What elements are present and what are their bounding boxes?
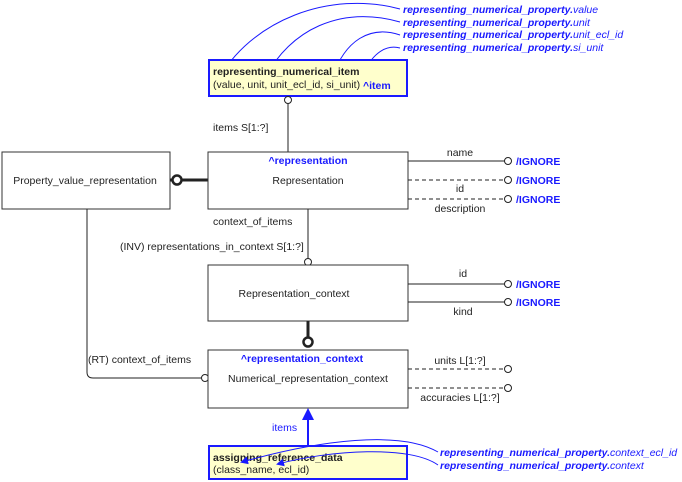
items-arrow-label: items: [272, 422, 297, 434]
svg-text:representing_numerical_item: representing_numerical_item: [213, 66, 359, 78]
svg-text:units L[1:?]: units L[1:?]: [434, 355, 485, 367]
rt-label: (RT) context_of_items: [88, 354, 191, 366]
svg-text:name: name: [447, 147, 473, 159]
svg-text:(value, unit, unit_ecl_id, si_: (value, unit, unit_ecl_id, si_unit): [213, 79, 360, 91]
entity-representation[interactable]: ^representation Representation: [207, 151, 409, 210]
bottom-ref-list: representing_numerical_property.context_…: [440, 447, 678, 472]
svg-text:/IGNORE: /IGNORE: [516, 175, 560, 187]
svg-text:Representation_context: Representation_context: [239, 288, 350, 300]
svg-text:(class_name, ecl_id): (class_name, ecl_id): [213, 464, 309, 476]
svg-text:^representation: ^representation: [268, 155, 347, 167]
rep-context-attributes: id /IGNORE kind /IGNORE: [408, 268, 560, 318]
svg-text:representing_numerical_propert: representing_numerical_property.context: [440, 460, 645, 472]
arrowhead-icon: [302, 408, 314, 420]
entity-assigning-reference-data[interactable]: assigning_reference_data (class_name, ec…: [208, 445, 408, 480]
svg-text:/IGNORE: /IGNORE: [516, 156, 560, 168]
svg-text:representing_numerical_propert: representing_numerical_property.context_…: [440, 447, 678, 459]
items-label: items S[1:?]: [213, 122, 269, 134]
svg-text:/IGNORE: /IGNORE: [516, 279, 560, 291]
entity-representation-context[interactable]: Representation_context: [207, 264, 409, 322]
num-context-attributes: units L[1:?] accuracies L[1:?]: [408, 355, 512, 404]
entity-property-value-representation[interactable]: Property_value_representation: [1, 151, 171, 210]
svg-text:^representation_context: ^representation_context: [241, 353, 364, 365]
svg-text:/IGNORE: /IGNORE: [516, 297, 560, 309]
svg-text:Property_value_representation: Property_value_representation: [13, 175, 157, 187]
svg-text:representing_numerical_propert: representing_numerical_property.unit_ecl…: [403, 29, 624, 41]
representation-attributes: name /IGNORE /IGNORE id description /IGN…: [408, 147, 560, 215]
inv-label: (INV) representations_in_context S[1:?]: [120, 241, 304, 253]
svg-text:id: id: [459, 268, 467, 280]
svg-text:kind: kind: [453, 306, 472, 318]
svg-text:representing_numerical_propert: representing_numerical_property.value: [403, 4, 598, 16]
svg-text:Representation: Representation: [272, 175, 343, 187]
svg-text:accuracies L[1:?]: accuracies L[1:?]: [420, 392, 499, 404]
entity-numerical-representation-context[interactable]: ^representation_context Numerical_repres…: [207, 349, 409, 409]
svg-text:id: id: [456, 183, 464, 195]
svg-text:representing_numerical_propert: representing_numerical_property.unit: [403, 17, 591, 29]
svg-text:assigning_reference_data: assigning_reference_data: [213, 452, 343, 464]
context-of-items-label: context_of_items: [213, 216, 292, 228]
top-ref-list: representing_numerical_property.value re…: [403, 4, 624, 54]
svg-text:representing_numerical_propert: representing_numerical_property.si_unit: [403, 42, 604, 54]
svg-text:description: description: [435, 203, 486, 215]
svg-text:Numerical_representation_conte: Numerical_representation_context: [228, 373, 388, 385]
svg-text:^item: ^item: [363, 80, 391, 92]
svg-text:/IGNORE: /IGNORE: [516, 194, 560, 206]
mapping-curves-bottom: [240, 439, 439, 467]
relation-circle: [284, 96, 292, 104]
entity-representing-numerical-item[interactable]: representing_numerical_item (value, unit…: [208, 59, 408, 97]
